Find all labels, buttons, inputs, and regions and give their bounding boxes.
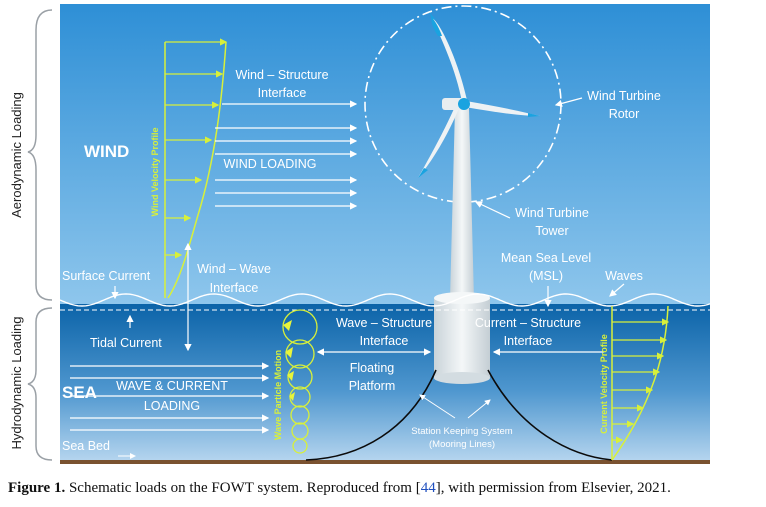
sea-title: SEA bbox=[62, 383, 97, 402]
tower-label-2: Tower bbox=[535, 224, 568, 238]
sea-surface-waves bbox=[59, 293, 711, 307]
current-structure-label-2: Interface bbox=[504, 334, 553, 348]
wave-particle-orbits bbox=[282, 309, 318, 454]
floating-platform-label-2: Platform bbox=[349, 379, 396, 393]
caption-reference-link[interactable]: 44 bbox=[420, 480, 436, 496]
mooring-pointer-1 bbox=[419, 394, 456, 419]
tower-label-1: Wind Turbine bbox=[515, 206, 589, 220]
tidal-current-label: Tidal Current bbox=[90, 336, 162, 350]
rotor-pointer bbox=[554, 97, 583, 107]
figure-caption: Figure 1. Schematic loads on the FOWT sy… bbox=[8, 480, 760, 497]
wind-title: WIND bbox=[84, 142, 129, 161]
mooring-lines bbox=[305, 369, 613, 461]
current-profile-label: Current Velocity Profile bbox=[599, 334, 609, 434]
mooring-label-1: Station Keeping System bbox=[411, 426, 512, 437]
hydrodynamic-label: Hydrodynamic Loading bbox=[9, 317, 24, 450]
aerodynamic-label: Aerodynamic Loading bbox=[9, 92, 24, 218]
wave-structure-label-2: Interface bbox=[360, 334, 409, 348]
sky-background bbox=[60, 4, 710, 304]
wave-structure-label-1: Wave – Structure bbox=[336, 316, 432, 330]
wind-loading-label: WIND LOADING bbox=[223, 157, 316, 171]
aerodynamic-brace bbox=[27, 9, 53, 301]
rotor-label-1: Wind Turbine bbox=[587, 89, 661, 103]
wave-particle-arrowheads bbox=[283, 320, 295, 401]
fowt-diagram: Aerodynamic Loading Hydrodynamic Loading… bbox=[9, 4, 711, 464]
rotor-label-2: Rotor bbox=[609, 107, 640, 121]
wind-loading-arrows bbox=[215, 124, 358, 210]
sea-background bbox=[60, 304, 710, 462]
wave-current-loading-arrows bbox=[70, 362, 270, 434]
caption-text-1: Schematic loads on the FOWT system. Repr… bbox=[65, 480, 421, 496]
turbine-tower bbox=[450, 108, 474, 300]
tower-pointer bbox=[474, 201, 511, 219]
current-structure-label-1: Current – Structure bbox=[475, 316, 581, 330]
sea-bed-label: Sea Bed bbox=[62, 439, 110, 453]
wind-structure-label-2: Interface bbox=[258, 86, 307, 100]
wind-wave-label-2: Interface bbox=[210, 281, 259, 295]
msl-label-2: (MSL) bbox=[529, 269, 563, 283]
wind-profile-label: Wind Velocity Profile bbox=[150, 128, 160, 217]
floating-platform bbox=[434, 292, 490, 384]
surface-current-label: Surface Current bbox=[62, 269, 151, 283]
floating-platform-label-1: Floating bbox=[350, 361, 395, 375]
wind-structure-label-1: Wind – Structure bbox=[235, 68, 328, 82]
current-profile-arrows bbox=[612, 318, 670, 444]
wave-current-loading-label-2: LOADING bbox=[144, 399, 200, 413]
waves-pointer bbox=[609, 283, 625, 297]
caption-text-2: ], with permission from Elsevier, 2021. bbox=[435, 480, 671, 496]
caption-figure-label: Figure 1. bbox=[8, 480, 66, 496]
wind-profile-arrows bbox=[165, 38, 228, 259]
rotor-hub bbox=[458, 98, 470, 110]
wind-wave-label-1: Wind – Wave bbox=[197, 262, 271, 276]
hydrodynamic-brace bbox=[27, 307, 53, 461]
mooring-label-2: (Mooring Lines) bbox=[429, 439, 495, 450]
wave-current-loading-label-1: WAVE & CURRENT bbox=[116, 379, 228, 393]
mooring-pointer-2 bbox=[467, 399, 491, 419]
wave-particle-label: Wave Particle Motion bbox=[273, 350, 283, 440]
waves-label: Waves bbox=[605, 269, 643, 283]
turbine-blades bbox=[418, 12, 540, 178]
msl-label-1: Mean Sea Level bbox=[501, 251, 591, 265]
sea-bed bbox=[60, 460, 710, 464]
